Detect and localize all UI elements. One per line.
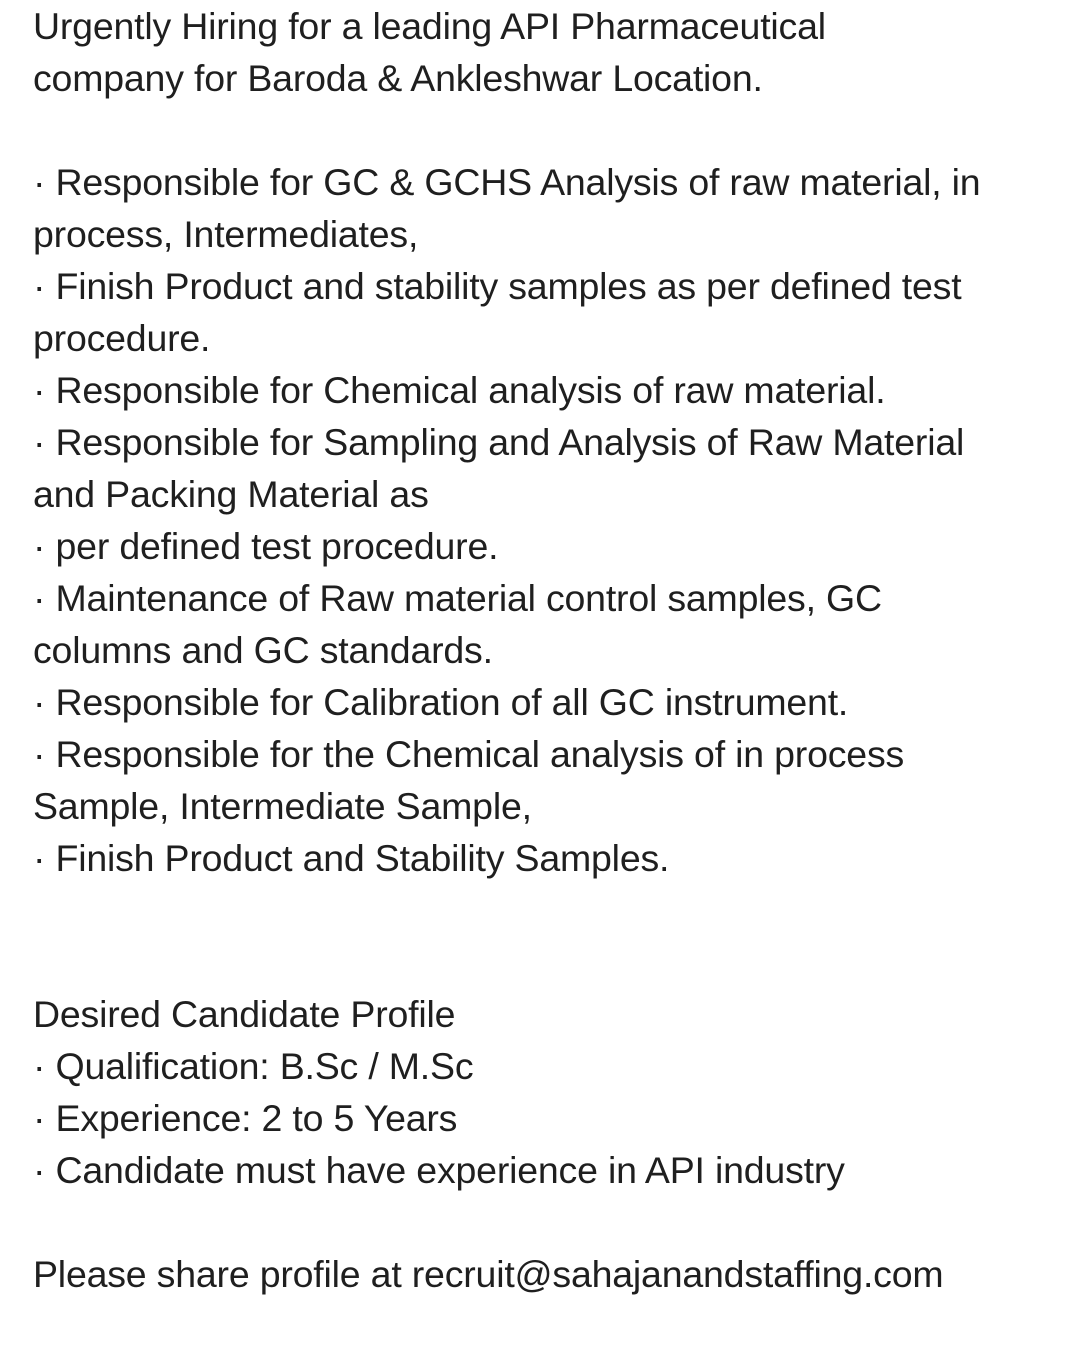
responsibility-line: · Maintenance of Raw material control sa… xyxy=(33,577,882,619)
responsibility-line: · per defined test procedure. xyxy=(33,525,499,567)
responsibility-line: · Finish Product and stability samples a… xyxy=(33,265,962,307)
responsibilities-list: · Responsible for GC & GCHS Analysis of … xyxy=(33,156,1063,884)
responsibility-line: · Responsible for GC & GCHS Analysis of … xyxy=(33,161,981,203)
responsibility-line: Sample, Intermediate Sample, xyxy=(33,785,532,827)
responsibility-line: and Packing Material as xyxy=(33,473,429,515)
candidate-profile-section: Desired Candidate Profile · Qualificatio… xyxy=(33,988,1063,1196)
intro-line-2: company for Baroda & Ankleshwar Location… xyxy=(33,57,763,99)
contact-line: Please share profile at recruit@sahajana… xyxy=(33,1253,944,1295)
responsibility-line: procedure. xyxy=(33,317,211,359)
profile-item: · Candidate must have experience in API … xyxy=(33,1149,845,1191)
profile-heading: Desired Candidate Profile xyxy=(33,993,456,1035)
responsibility-line: columns and GC standards. xyxy=(33,629,493,671)
profile-item: · Experience: 2 to 5 Years xyxy=(33,1097,458,1139)
job-posting-document: Urgently Hiring for a leading API Pharma… xyxy=(33,0,1063,1300)
responsibility-line: process, Intermediates, xyxy=(33,213,419,255)
spacer xyxy=(33,884,1063,988)
spacer xyxy=(33,1196,1063,1248)
responsibility-line: · Responsible for Chemical analysis of r… xyxy=(33,369,886,411)
spacer xyxy=(33,104,1063,156)
intro-line-1: Urgently Hiring for a leading API Pharma… xyxy=(33,5,826,47)
responsibility-line: · Responsible for Calibration of all GC … xyxy=(33,681,849,723)
responsibility-line: · Finish Product and Stability Samples. xyxy=(33,837,670,879)
responsibility-line: · Responsible for Sampling and Analysis … xyxy=(33,421,965,463)
profile-item: · Qualification: B.Sc / M.Sc xyxy=(33,1045,474,1087)
responsibility-line: · Responsible for the Chemical analysis … xyxy=(33,733,905,775)
